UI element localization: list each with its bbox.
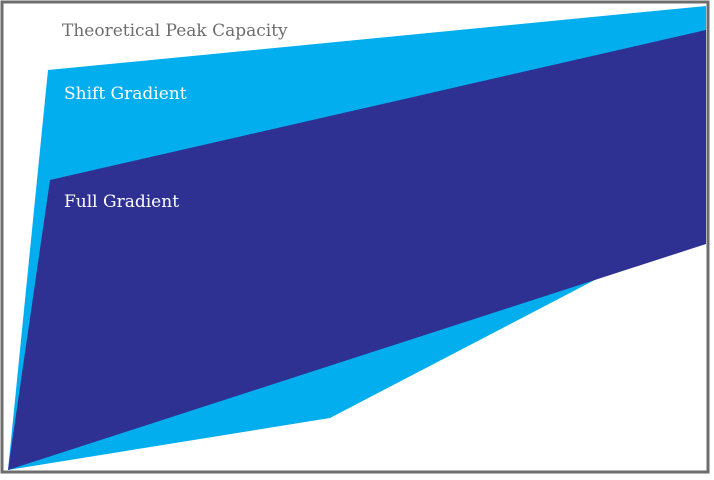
shift-gradient-label: Shift Gradient — [64, 84, 187, 104]
full-gradient-label: Full Gradient — [64, 192, 179, 212]
theoretical-peak-capacity-label: Theoretical Peak Capacity — [62, 21, 288, 41]
full-gradient-area — [8, 30, 706, 470]
